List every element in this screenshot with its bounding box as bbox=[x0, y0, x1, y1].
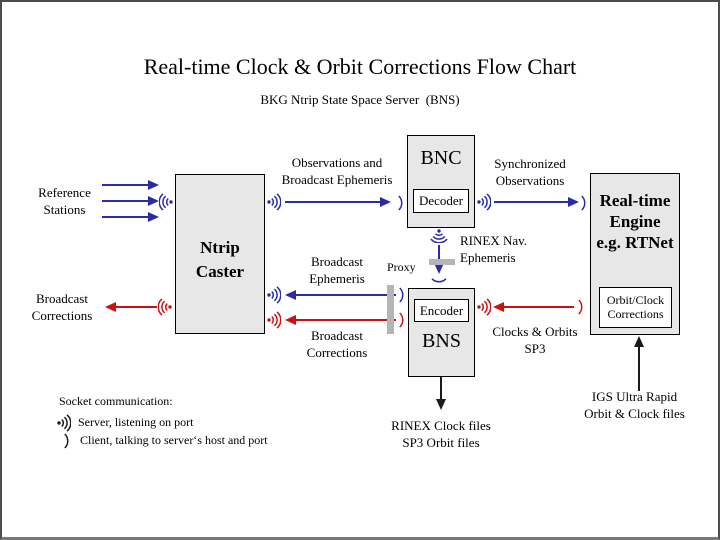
beph-arrow-head bbox=[285, 290, 296, 300]
bc-left-arrow-line bbox=[115, 306, 157, 308]
socket-client-icon bbox=[398, 195, 403, 211]
legend-client-entry: Client, talking to server‘s host and por… bbox=[80, 433, 268, 447]
bns-files-arrow-head bbox=[436, 399, 446, 410]
igs-arrow-line bbox=[638, 346, 640, 391]
sync-arrow-line bbox=[494, 201, 568, 203]
igs-arrow-head bbox=[634, 336, 644, 347]
rinex-nav-ephemeris-label: RINEX Nav.Ephemeris bbox=[460, 233, 528, 265]
socket-server-icon bbox=[477, 298, 491, 316]
socket-server-icon bbox=[267, 193, 281, 211]
legend-heading: Socket communication: bbox=[59, 394, 173, 408]
decoder-box: Decoder bbox=[413, 189, 469, 213]
obs-arrow-line bbox=[285, 201, 380, 203]
ref-arrow-1-head bbox=[148, 180, 159, 190]
ntrip-caster-box bbox=[175, 174, 265, 334]
proxy-bar-vertical bbox=[387, 285, 394, 334]
obs-arrow-head bbox=[380, 197, 391, 207]
page-subtitle: BKG Ntrip State Space Server (BNS) bbox=[260, 92, 460, 107]
socket-client-icon bbox=[431, 278, 447, 283]
legend-server-entry: Server, listening on port bbox=[78, 415, 194, 429]
ref-arrow-3-head bbox=[148, 212, 159, 222]
socket-client-icon bbox=[581, 195, 586, 211]
encoder-box: Encoder bbox=[414, 299, 469, 322]
realtime-engine-label: Real-time Engine e.g. RTNet bbox=[596, 191, 674, 252]
socket-server-icon bbox=[57, 414, 71, 432]
clocks-arrow-head bbox=[493, 302, 504, 312]
proxy-label: Proxy bbox=[387, 260, 416, 274]
socket-client-icon bbox=[64, 433, 69, 449]
orbit-clock-corrections-box: Orbit/Clock Corrections bbox=[599, 287, 672, 328]
socket-server-icon bbox=[267, 311, 281, 329]
ref-arrow-1-line bbox=[102, 184, 148, 186]
bns-files-arrow-line bbox=[440, 377, 442, 401]
bnc-title: BNC bbox=[420, 147, 462, 169]
clocks-arrow-line bbox=[503, 306, 574, 308]
socket-client-icon bbox=[399, 287, 404, 303]
ntrip-caster-label: Ntrip Caster bbox=[195, 238, 245, 281]
beph-arrow-line bbox=[295, 294, 396, 296]
ref-arrow-3-line bbox=[102, 216, 148, 218]
rinex-nav-arrow-head bbox=[434, 263, 444, 274]
proxy-bar-horizontal bbox=[429, 259, 455, 265]
bcorr-arrow-head bbox=[285, 315, 296, 325]
sync-arrow-head bbox=[568, 197, 579, 207]
bns-title: BNS bbox=[422, 330, 461, 352]
page-title: Real-time Clock & Orbit Corrections Flow… bbox=[143, 54, 577, 79]
socket-server-icon bbox=[430, 229, 448, 243]
socket-server-icon bbox=[267, 286, 281, 304]
rinex-nav-arrow-line bbox=[438, 245, 440, 265]
bcorr-arrow-line bbox=[295, 319, 396, 321]
socket-client-icon bbox=[578, 299, 583, 315]
socket-server-icon bbox=[159, 193, 173, 211]
socket-server-icon bbox=[158, 298, 172, 316]
ref-arrow-2-line bbox=[102, 200, 148, 202]
socket-server-icon bbox=[477, 193, 491, 211]
bc-left-arrow-head bbox=[105, 302, 116, 312]
ref-arrow-2-head bbox=[148, 196, 159, 206]
socket-client-icon bbox=[399, 312, 404, 328]
